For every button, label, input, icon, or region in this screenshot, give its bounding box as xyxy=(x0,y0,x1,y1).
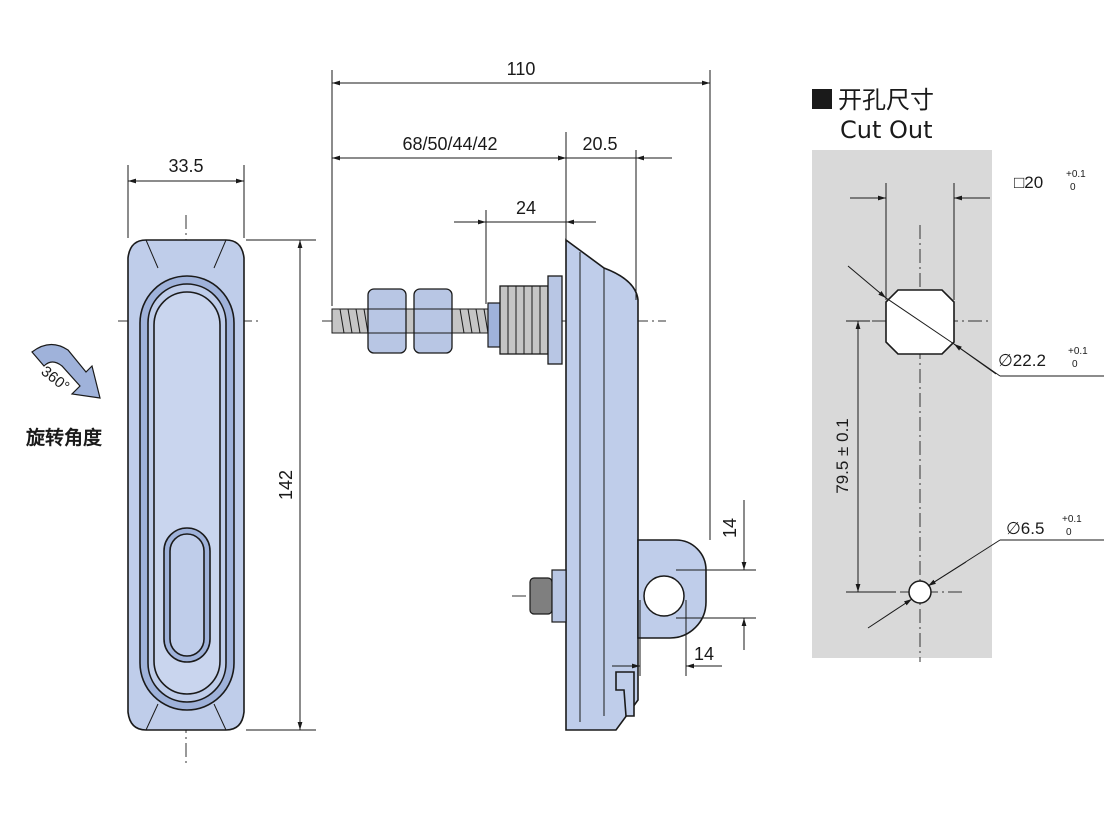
handle-profile xyxy=(565,238,639,731)
hex-nut xyxy=(367,288,407,354)
mounting-hole xyxy=(908,580,932,604)
svg-text:+0.1: +0.1 xyxy=(1066,169,1086,180)
large-hole-dim: ∅22.2 xyxy=(998,351,1046,370)
svg-text:+0.1: +0.1 xyxy=(1068,346,1088,357)
cutout-title-en: Cut Out xyxy=(840,116,933,144)
front-view: 33.5 142 xyxy=(118,156,316,765)
svg-text:0: 0 xyxy=(1072,359,1078,370)
square-size-dim: □20 xyxy=(1014,173,1043,192)
side-view: 110 68/50/44/42 20.5 24 14 14 xyxy=(322,59,756,731)
square-cutout xyxy=(885,289,955,355)
svg-text:0: 0 xyxy=(1066,527,1072,538)
overall-length-dim: 110 xyxy=(507,59,536,79)
front-width-dim: 33.5 xyxy=(168,156,203,176)
hole-pitch-dim: 79.5 ± 0.1 xyxy=(833,418,852,494)
small-hole-dim: ∅6.5 xyxy=(1006,519,1044,538)
thread-length-dim: 24 xyxy=(516,198,536,218)
loop-width-dim: 14 xyxy=(694,644,714,664)
panel-area xyxy=(812,150,992,658)
svg-text:0: 0 xyxy=(1070,182,1076,193)
hex-nut xyxy=(413,288,453,354)
cutout-title-cn: 开孔尺寸 xyxy=(838,86,934,114)
cutout-view: 开孔尺寸 Cut Out □20 +0.1 0 ∅22.2 +0.1 0 79.… xyxy=(812,86,1104,662)
loop-height-dim: 14 xyxy=(720,518,740,538)
svg-text:+0.1: +0.1 xyxy=(1062,514,1082,525)
rotation-symbol: 360° 旋转角度 xyxy=(25,343,103,449)
title-square-icon xyxy=(812,89,832,109)
stud-length-dim: 68/50/44/42 xyxy=(402,134,497,154)
front-height-dim: 142 xyxy=(276,470,296,500)
rotation-caption: 旋转角度 xyxy=(25,426,103,449)
body-depth-dim: 20.5 xyxy=(582,134,617,154)
rotation-arrow-icon xyxy=(31,343,101,399)
